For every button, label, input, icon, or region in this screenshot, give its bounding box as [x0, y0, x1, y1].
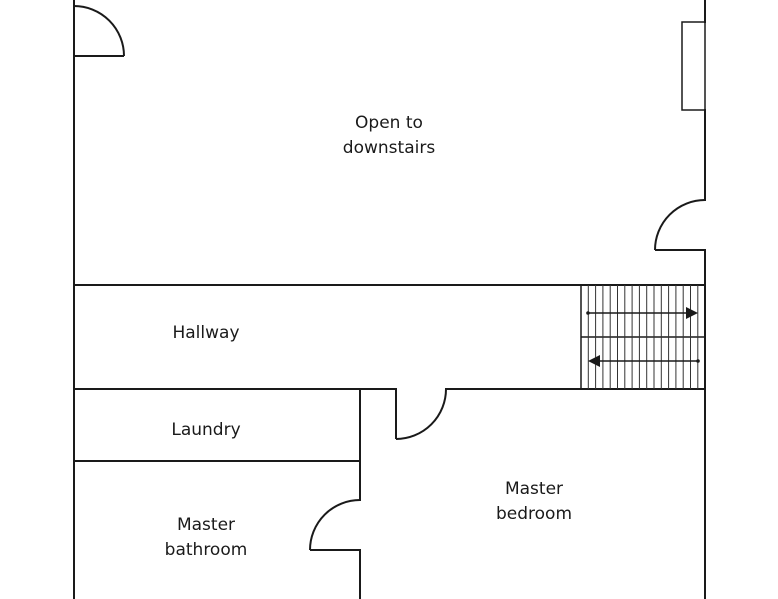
door-top-left	[73, 5, 125, 57]
label-open-to-downstairs: Open to downstairs	[289, 111, 489, 161]
label-laundry-text: Laundry	[171, 420, 241, 440]
label-laundry: Laundry	[106, 418, 306, 443]
label-bathroom-line1: Master	[176, 515, 236, 535]
stair-arrow-down-head	[588, 355, 600, 367]
label-bathroom-line2: bathroom	[164, 540, 248, 560]
label-bedroom-line1: Master	[504, 479, 564, 499]
label-open-line2: downstairs	[342, 138, 436, 158]
right-wall-window	[681, 21, 706, 111]
label-master-bathroom: Master bathroom	[106, 513, 306, 563]
label-master-bedroom: Master bedroom	[434, 477, 634, 527]
label-hallway: Hallway	[106, 321, 306, 346]
label-hallway-text: Hallway	[172, 323, 240, 343]
door-master-bathroom	[309, 499, 361, 551]
label-bedroom-line2: bedroom	[495, 504, 573, 524]
door-right-open-area	[654, 199, 706, 251]
staircase	[580, 284, 706, 390]
stair-arrow-up-dot	[586, 311, 590, 315]
door-master-bedroom	[395, 388, 447, 440]
stair-arrow-down-dot	[696, 359, 700, 363]
stair-arrow-up-head	[686, 307, 698, 319]
label-open-line1: Open to	[355, 113, 423, 133]
